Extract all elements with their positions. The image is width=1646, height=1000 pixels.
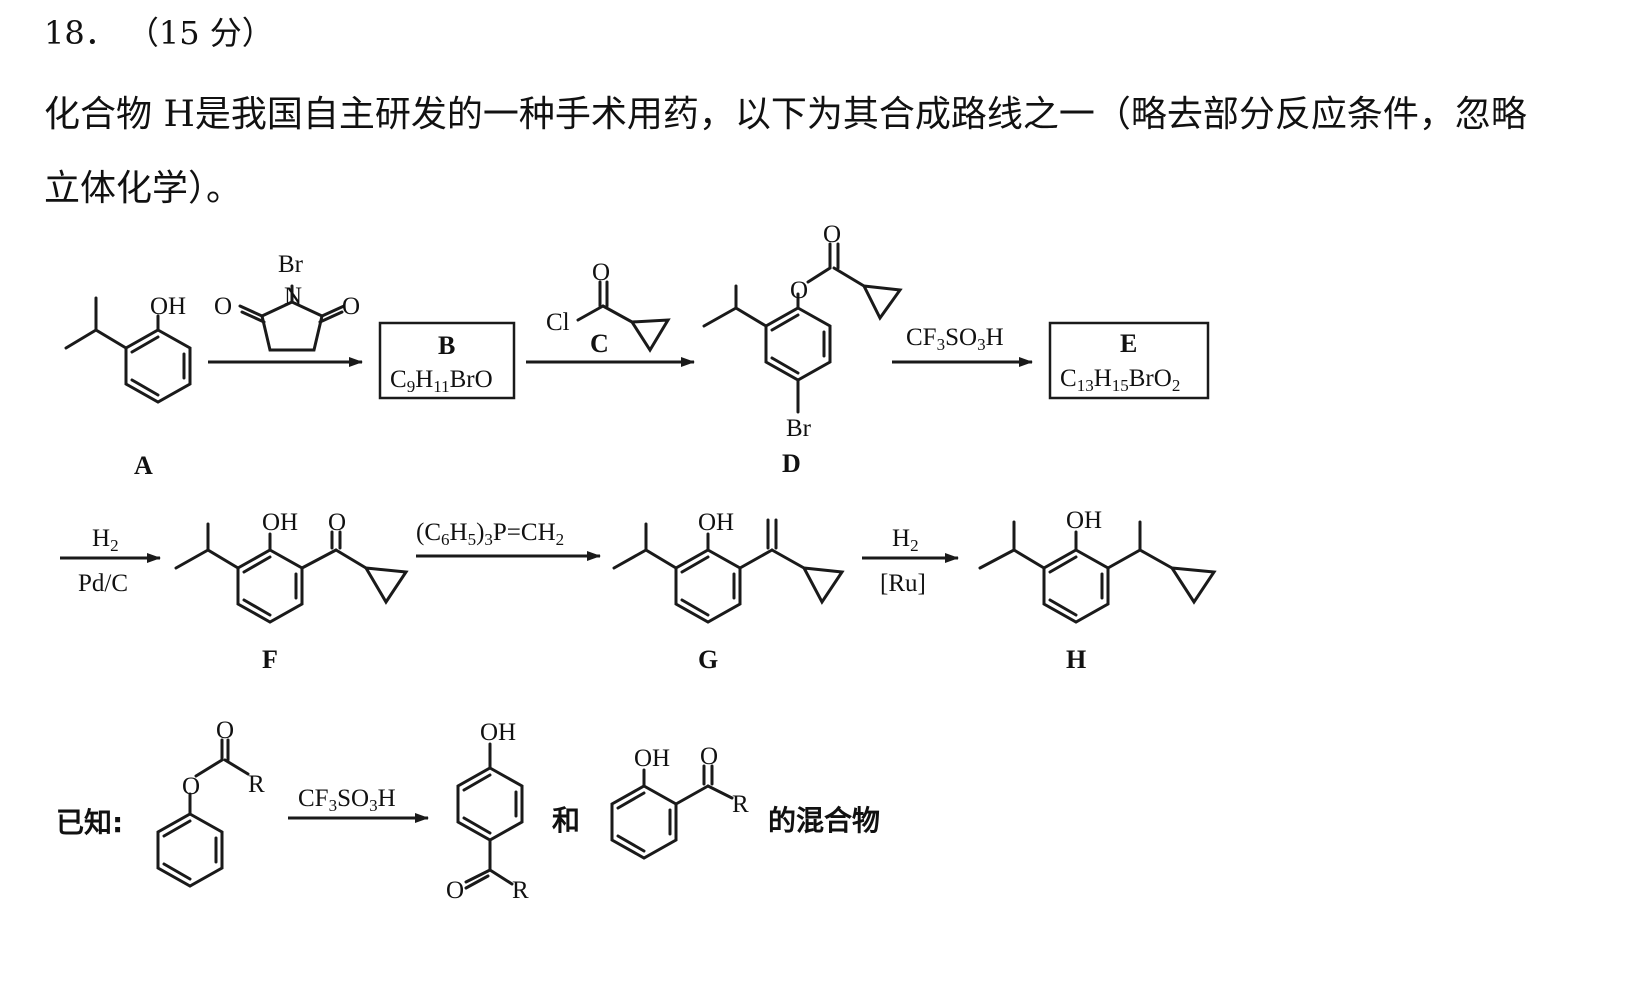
condition-step-6-top: H2 [892, 525, 919, 555]
known-para-product-structure: OH O R [446, 719, 529, 904]
atom-oh: OH [262, 509, 298, 536]
label-b: B [438, 331, 455, 360]
stem-line-2: 立体化学）。 [44, 168, 243, 209]
atom-n: N [284, 283, 302, 310]
label-g: G [698, 645, 718, 674]
atom-r: R [512, 877, 529, 904]
atom-o: O [182, 773, 200, 800]
atom-o: O [790, 277, 808, 304]
label-h: H [1066, 645, 1086, 674]
atom-o: O [214, 293, 232, 320]
compound-g-structure: OH [612, 509, 845, 624]
atom-r: R [248, 771, 265, 798]
atom-o: O [342, 293, 360, 320]
known-reagent: CF3SO3H [298, 785, 396, 815]
label-a: A [134, 451, 153, 480]
atom-o: O [592, 259, 610, 286]
known-phenyl-ester-structure: O O R [156, 717, 265, 888]
question-stem: 化合物 H是我国自主研发的一种手术用药，以下为其合成路线之一（略去部分反应条件，… [44, 78, 1604, 226]
question-points: （15 分） [126, 14, 274, 52]
condition-step-4-top: H2 [92, 525, 119, 555]
label-c: C [590, 329, 609, 358]
label-e: E [1120, 329, 1137, 358]
atom-cl: Cl [546, 309, 570, 336]
known-ortho-product-structure: OH O R [610, 743, 749, 860]
atom-oh: OH [698, 509, 734, 536]
box-e [1048, 321, 1210, 400]
known-label: 已知: [56, 806, 123, 839]
compound-f-structure: OH O [174, 509, 409, 624]
atom-oh: OH [480, 719, 516, 746]
atom-br: Br [786, 415, 812, 442]
stem-line-1: 化合物 H是我国自主研发的一种手术用药，以下为其合成路线之一（略去部分反应条件，… [44, 94, 1527, 135]
atom-o: O [328, 509, 346, 536]
question-number: 18． [44, 14, 117, 52]
question-header: 18． （15 分） [44, 8, 274, 54]
formula-e: C13H15BrO2 [1060, 365, 1180, 395]
label-d: D [782, 449, 801, 478]
atom-o: O [823, 221, 841, 248]
reagent-c-structure: O Cl [546, 259, 671, 353]
atom-r: R [732, 791, 749, 818]
condition-step-3: CF3SO3H [906, 324, 1004, 354]
compound-a-structure: OH [64, 293, 192, 404]
atom-o: O [446, 877, 464, 904]
known-mixture: 的混合物 [768, 804, 880, 837]
compound-h-structure: OH [978, 507, 1217, 624]
label-f: F [262, 645, 278, 674]
condition-step-4-bottom: Pd/C [78, 570, 128, 597]
box-b [378, 321, 516, 400]
atom-oh: OH [1066, 507, 1102, 534]
atom-oh: OH [634, 745, 670, 772]
nbs-structure: Br N O O [214, 251, 360, 352]
compound-d-structure: O O Br [702, 221, 903, 442]
known-and: 和 [552, 804, 580, 837]
atom-br: Br [278, 251, 304, 278]
condition-step-6-bottom: [Ru] [880, 570, 926, 597]
atom-oh: OH [150, 293, 186, 320]
formula-b: C9H11BrO [390, 366, 493, 396]
atom-o: O [700, 743, 718, 770]
atom-o: O [216, 717, 234, 744]
condition-step-5: (C6H5)3P=CH2 [416, 519, 564, 549]
